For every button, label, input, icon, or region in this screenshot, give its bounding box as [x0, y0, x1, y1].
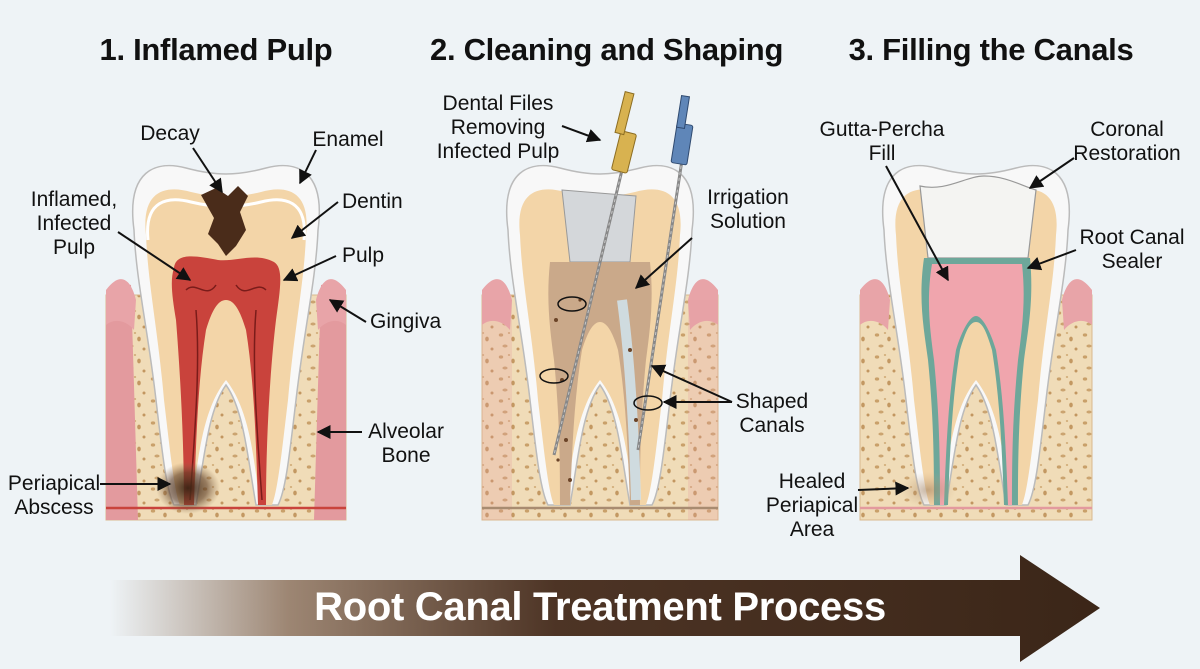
label-root-canal-sealer: Root Canal Sealer [1079, 226, 1185, 273]
process-banner-text: Root Canal Treatment Process [314, 585, 886, 629]
tooth-2 [481, 91, 719, 521]
label-healed-area: Healed Periapical Area [765, 470, 859, 541]
arrow-irrigation [634, 237, 693, 289]
arrow-gingiva [328, 299, 367, 323]
title-step-1: 1. Inflamed Pulp [99, 32, 333, 67]
label-enamel: Enamel [312, 128, 384, 151]
label-shaped-canals: Shaped Canals [735, 390, 809, 437]
arrow-coronal [1028, 157, 1075, 189]
label-gingiva: Gingiva [370, 310, 442, 333]
arrow-healed [857, 481, 910, 496]
label-alveolar-bone: Alveolar Bone [368, 420, 444, 467]
process-arrow [110, 555, 1100, 662]
label-periapical-abscess: Periapical Abscess [7, 472, 101, 519]
label-inflamed-pulp: Inflamed, Infected Pulp [30, 188, 118, 259]
arrow-inflamed [117, 231, 192, 281]
label-irrigation: Irrigation Solution [707, 186, 789, 233]
tooth-3 [859, 164, 1093, 521]
label-dental-files: Dental Files Removing Infected Pulp [436, 92, 560, 163]
arrow-shaped-1 [650, 364, 733, 403]
arrow-decay [192, 147, 223, 194]
tooth-1 [105, 164, 347, 521]
arrow-enamel [299, 149, 317, 185]
title-step-3: 3. Filling the Canals [848, 32, 1134, 67]
label-gutta-percha: Gutta-Percha Fill [819, 118, 945, 165]
label-decay: Decay [140, 122, 200, 145]
arrow-pulp [282, 255, 337, 282]
label-dentin: Dentin [342, 190, 403, 213]
label-pulp: Pulp [342, 244, 385, 267]
arrow-dental-files [561, 125, 602, 143]
label-coronal-restoration: Coronal Restoration [1073, 118, 1181, 165]
arrow-dentin [290, 201, 339, 239]
arrow-gutta [885, 165, 949, 282]
title-step-2: 2. Cleaning and Shaping [430, 32, 784, 67]
leader-arrows [100, 125, 1077, 496]
arrow-sealer [1026, 249, 1077, 271]
